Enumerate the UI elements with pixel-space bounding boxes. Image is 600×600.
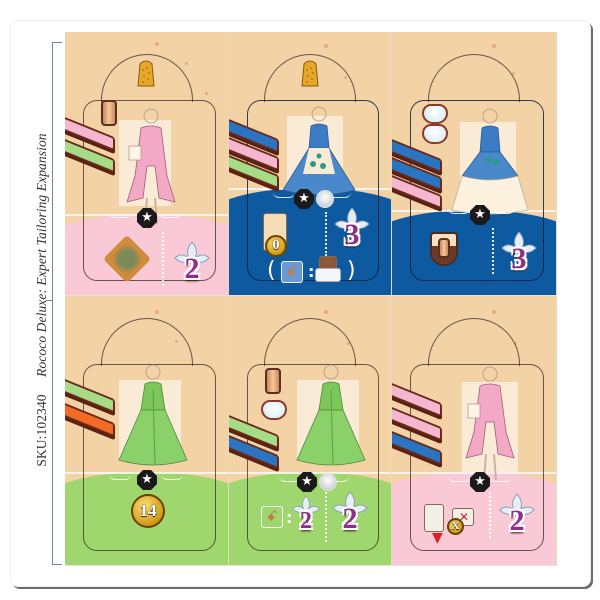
bracket-tick: [46, 300, 53, 301]
card-outline-head: [100, 318, 193, 366]
swirl-ornament: [492, 208, 514, 214]
reward-separator: :: [286, 508, 293, 527]
embroidery-tool-icon: ꗃ: [281, 261, 303, 283]
spool-icon: [438, 238, 450, 258]
paint-speck: [324, 44, 328, 48]
fleur-petals-icon: [499, 494, 535, 515]
bracket-line: [52, 42, 62, 565]
paint-speck: [155, 42, 159, 46]
fleur-petals-icon: [334, 208, 370, 229]
star-badge: ★: [137, 208, 157, 228]
swirl-ornament: [273, 192, 295, 198]
cross-icon: ✕: [459, 510, 470, 524]
fleur-petals-icon: [501, 232, 537, 253]
card-outline-head: [428, 54, 520, 102]
dotted-divider: [162, 232, 164, 286]
sheet-label: SKU:102340 Rococo Deluxe: Expert Tailori…: [34, 40, 56, 560]
paint-speck: [205, 92, 208, 95]
dotted-divider: [492, 228, 494, 274]
card-grid: ★ 2 ★: [65, 32, 557, 566]
star-badge: ★: [294, 189, 314, 209]
prestige-value: 3: [344, 218, 360, 251]
swirl-ornament: [279, 476, 301, 482]
card-pink-coat[interactable]: ★ 2: [65, 32, 229, 296]
discard-card-icon: [424, 504, 444, 532]
dotted-divider: [325, 212, 327, 256]
green-dress-illustration: [296, 364, 366, 466]
fleur-petals-icon: [174, 242, 210, 263]
card-outline: [247, 100, 379, 281]
paint-speck: [492, 44, 496, 48]
paint-speck: [512, 72, 515, 75]
card-outline: [247, 364, 379, 551]
sku-text: SKU:102340: [34, 394, 49, 467]
prestige-value: 2: [184, 252, 200, 285]
card-pink-coat-discard[interactable]: ★ ▼ ✕ X 2: [392, 296, 557, 566]
prestige-value: 2: [509, 504, 525, 537]
swirl-ornament: [327, 476, 349, 482]
swirl-ornament: [159, 212, 181, 218]
lace-badge: [316, 190, 334, 208]
dotted-divider: [325, 492, 327, 542]
swirl-ornament: [448, 476, 470, 482]
pink-coat-illustration: [465, 366, 515, 481]
card-outline-head: [428, 318, 520, 366]
coin-icon: 14: [131, 494, 165, 528]
swirl-ornament: [329, 192, 351, 198]
swirl-ornament: [109, 474, 131, 480]
star-badge: ★: [137, 470, 157, 490]
lace-icon: [261, 400, 287, 420]
swirl-ornament: [161, 474, 183, 480]
swirl-ornament: [448, 208, 470, 214]
bonus-open-paren: (: [267, 258, 276, 283]
fleur-petals-icon: [332, 492, 368, 513]
prestige-value: 3: [511, 242, 527, 275]
spool-icon: [265, 368, 281, 394]
card-blue-gown[interactable]: ★ 3: [392, 32, 557, 296]
lace-icon: [422, 104, 448, 124]
paint-speck: [324, 310, 328, 314]
prestige-fleur-icon: 3: [333, 208, 371, 252]
star-badge: ★: [297, 472, 317, 492]
thimble-icon: [301, 60, 319, 87]
prestige-fleur-icon: 2: [498, 494, 536, 538]
paint-speck: [185, 62, 188, 65]
bonus-separator: :: [308, 262, 315, 281]
prestige-value: 2: [342, 502, 358, 535]
green-dress-illustration: [118, 364, 188, 466]
coin-icon: 0: [265, 235, 287, 257]
card-outline: [410, 364, 544, 551]
sheet-title: Rococo Deluxe: Expert Tailoring Expansio…: [34, 133, 49, 377]
prestige-fleur-icon: 2: [173, 242, 211, 286]
blue-dress-illustration: [282, 106, 356, 196]
dotted-divider: [489, 492, 491, 538]
card-outline: [83, 100, 216, 281]
embroidery-tool-icon: ꗃ: [261, 506, 283, 528]
lace-badge: [319, 473, 337, 491]
card-outline: [83, 364, 216, 551]
fleur-petals-icon: [292, 496, 320, 513]
prestige-fleur-icon: 3: [500, 232, 538, 276]
swirl-ornament: [490, 476, 512, 482]
card-blue-dress[interactable]: ★ 0 3 ( ꗃ : ): [229, 32, 392, 296]
star-badge: ★: [470, 205, 490, 225]
swirl-ornament: [109, 212, 131, 218]
card-green-dress-coin[interactable]: ★ 14: [65, 296, 229, 566]
blue-gown-illustration: [451, 108, 529, 215]
paint-speck: [155, 310, 159, 314]
bonus-close-paren: ): [347, 258, 356, 283]
spool-icon: [101, 100, 117, 126]
coin-x-icon: X: [447, 518, 464, 535]
paint-speck: [492, 310, 496, 314]
thimble-icon: [137, 60, 155, 87]
card-outline-head: [264, 318, 356, 366]
prestige-small-value: 2: [300, 508, 312, 534]
card-green-dress-lace[interactable]: ★ ꗃ : 2 2: [229, 296, 392, 566]
material-box-icon: [315, 268, 341, 282]
lace-icon: [422, 124, 448, 144]
prestige-fleur-small-icon: 2: [291, 496, 321, 534]
star-badge: ★: [470, 472, 490, 492]
prestige-fleur-icon: 2: [331, 492, 369, 536]
arrow-down-icon: ▼: [432, 530, 443, 546]
